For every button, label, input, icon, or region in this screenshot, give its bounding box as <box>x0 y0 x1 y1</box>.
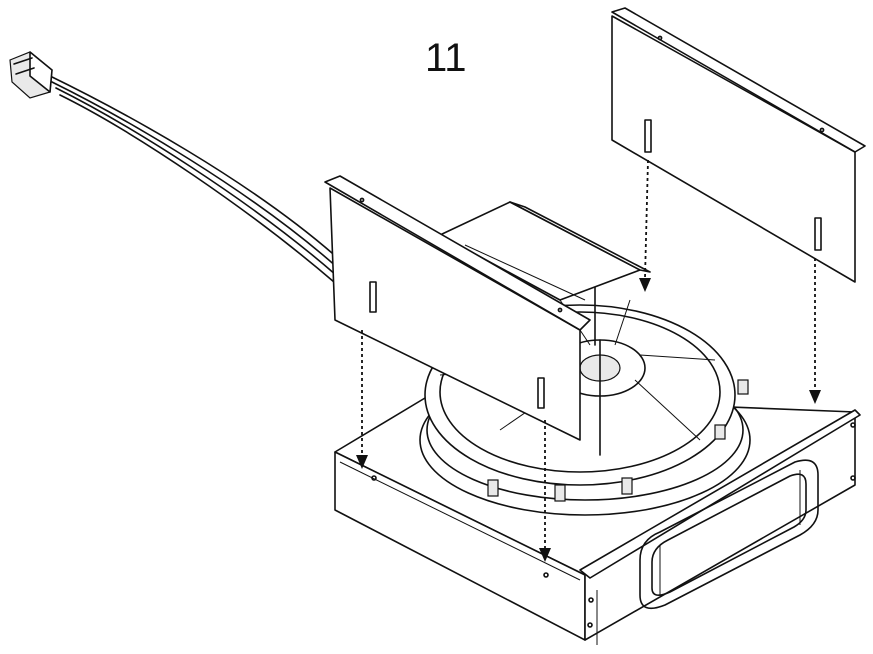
step-number: 11 <box>425 36 467 80</box>
cable-harness <box>47 74 341 283</box>
assembly-arrows <box>356 159 821 562</box>
left-partition-panel <box>324 175 591 441</box>
cable-connector <box>9 51 53 99</box>
motor-bracket <box>439 201 651 301</box>
right-partition-panel <box>611 7 866 283</box>
outlet-opening <box>639 459 819 610</box>
